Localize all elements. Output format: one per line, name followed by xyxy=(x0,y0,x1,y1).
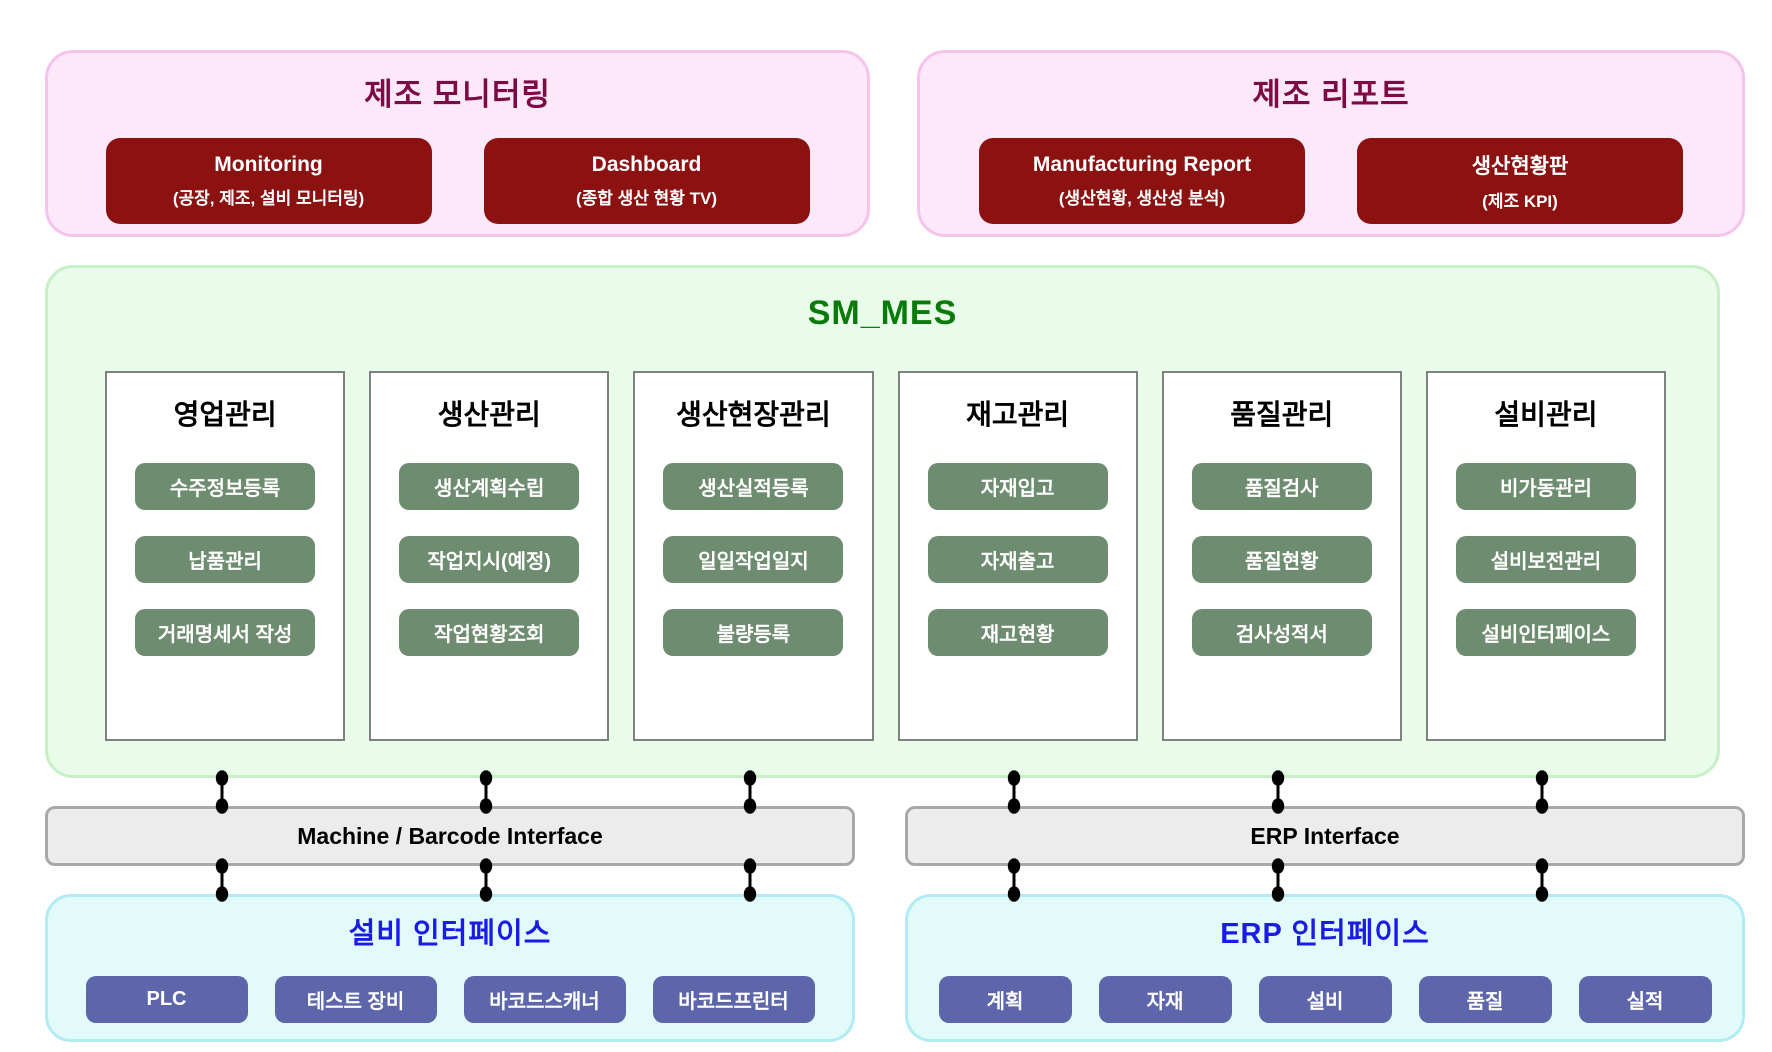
module-title: 설비관리 xyxy=(1494,399,1598,430)
mes-module-columns: 영업관리 수주정보등록 납품관리 거래명세서 작성 생산관리 생산계획수립 작업… xyxy=(105,371,1667,741)
menu-item: 자재입고 xyxy=(927,463,1108,510)
machine-barcode-interface-bar: Machine / Barcode Interface xyxy=(45,806,855,866)
menu-item: 자재출고 xyxy=(927,536,1108,583)
plan-button: 계획 xyxy=(938,976,1072,1023)
result-button: 실적 xyxy=(1578,976,1712,1023)
menu-item: 작업지시(예정) xyxy=(399,536,580,583)
dashboard-button: Dashboard (종합 생산 현황 TV) xyxy=(483,138,810,224)
production-status-board-title: 생산현황판 xyxy=(1471,155,1569,178)
menu-item: 품질검사 xyxy=(1191,463,1372,510)
menu-item: 설비보전관리 xyxy=(1455,536,1636,583)
connector-dumbbell xyxy=(1535,770,1549,814)
connector-dumbbell xyxy=(1535,858,1549,902)
manufacturing-report-subtitle: (생산현황, 생산성 분석) xyxy=(1058,189,1226,208)
module-shopfloor-management: 생산현장관리 생산실적등록 일일작업일지 불량등록 xyxy=(633,371,874,741)
equipment-interface-panel: 설비 인터페이스 PLC 테스트 장비 바코드스캐너 바코드프린터 xyxy=(45,894,855,1042)
barcode-printer-button: 바코드프린터 xyxy=(652,976,815,1023)
test-equipment-button: 테스트 장비 xyxy=(274,976,437,1023)
menu-item: 비가동관리 xyxy=(1455,463,1636,510)
module-sales-management: 영업관리 수주정보등록 납품관리 거래명세서 작성 xyxy=(105,371,346,741)
connector-dumbbell xyxy=(743,770,757,814)
menu-item: 수주정보등록 xyxy=(135,463,316,510)
erp-interface-bar: ERP Interface xyxy=(905,806,1745,866)
menu-item: 품질현황 xyxy=(1191,536,1372,583)
menu-item: 생산실적등록 xyxy=(663,463,844,510)
module-title: 재고관리 xyxy=(966,399,1070,430)
connector-dumbbell xyxy=(1007,770,1021,814)
dashboard-button-subtitle: (종합 생산 현황 TV) xyxy=(575,189,718,208)
production-status-board-subtitle: (제조 KPI) xyxy=(1482,192,1558,211)
menu-item: 납품관리 xyxy=(135,536,316,583)
report-panel: 제조 리포트 Manufacturing Report (생산현황, 생산성 분… xyxy=(917,50,1745,237)
module-title: 생산현장관리 xyxy=(676,399,831,430)
monitoring-button-row: Monitoring (공장, 제조, 설비 모니터링) Dashboard (… xyxy=(48,138,867,224)
module-equipment-management: 설비관리 비가동관리 설비보전관리 설비인터페이스 xyxy=(1425,371,1667,741)
connector-dumbbell xyxy=(215,858,229,902)
module-title: 생산관리 xyxy=(437,399,541,430)
material-button: 자재 xyxy=(1098,976,1232,1023)
monitoring-panel: 제조 모니터링 Monitoring (공장, 제조, 설비 모니터링) Das… xyxy=(45,50,870,237)
plc-button: PLC xyxy=(85,976,248,1023)
equipment-interface-title: 설비 인터페이스 xyxy=(348,918,552,950)
menu-item: 재고현황 xyxy=(927,609,1108,656)
connector-dumbbell xyxy=(215,770,229,814)
monitoring-button-title: Monitoring xyxy=(214,153,323,176)
module-title: 영업관리 xyxy=(173,399,277,430)
monitoring-button: Monitoring (공장, 제조, 설비 모니터링) xyxy=(105,138,432,224)
sm-mes-panel: SM_MES 영업관리 수주정보등록 납품관리 거래명세서 작성 생산관리 생산… xyxy=(45,265,1720,778)
menu-item: 설비인터페이스 xyxy=(1455,609,1636,656)
manufacturing-report-title: Manufacturing Report xyxy=(1032,153,1252,176)
production-status-board-button: 생산현황판 (제조 KPI) xyxy=(1357,138,1683,224)
equipment-button: 설비 xyxy=(1258,976,1392,1023)
menu-item: 작업현황조회 xyxy=(399,609,580,656)
menu-item: 일일작업일지 xyxy=(663,536,844,583)
connector-dumbbell xyxy=(1007,858,1021,902)
report-panel-title: 제조 리포트 xyxy=(1252,77,1410,112)
connector-dumbbell xyxy=(743,858,757,902)
report-button-row: Manufacturing Report (생산현황, 생산성 분석) 생산현황… xyxy=(920,138,1742,224)
module-title: 품질관리 xyxy=(1230,399,1334,430)
connector-dumbbell xyxy=(479,858,493,902)
sm-mes-title: SM_MES xyxy=(807,294,958,332)
module-production-management: 생산관리 생산계획수립 작업지시(예정) 작업현황조회 xyxy=(369,371,610,741)
monitoring-button-subtitle: (공장, 제조, 설비 모니터링) xyxy=(172,189,365,208)
erp-interface-panel: ERP 인터페이스 계획 자재 설비 품질 실적 xyxy=(905,894,1745,1042)
erp-interface-title: ERP 인터페이스 xyxy=(1220,918,1430,950)
menu-item: 검사성적서 xyxy=(1191,609,1372,656)
connector-dumbbell xyxy=(479,770,493,814)
menu-item: 거래명세서 작성 xyxy=(135,609,316,656)
manufacturing-report-button: Manufacturing Report (생산현황, 생산성 분석) xyxy=(979,138,1305,224)
monitoring-panel-title: 제조 모니터링 xyxy=(364,77,551,112)
barcode-scanner-button: 바코드스캐너 xyxy=(463,976,626,1023)
connector-dumbbell xyxy=(1271,770,1285,814)
module-quality-management: 품질관리 품질검사 품질현황 검사성적서 xyxy=(1161,371,1402,741)
connector-dumbbell xyxy=(1271,858,1285,902)
menu-item: 불량등록 xyxy=(663,609,844,656)
menu-item: 생산계획수립 xyxy=(399,463,580,510)
quality-button: 품질 xyxy=(1418,976,1552,1023)
module-inventory-management: 재고관리 자재입고 자재출고 재고현황 xyxy=(897,371,1138,741)
dashboard-button-title: Dashboard xyxy=(591,153,702,176)
